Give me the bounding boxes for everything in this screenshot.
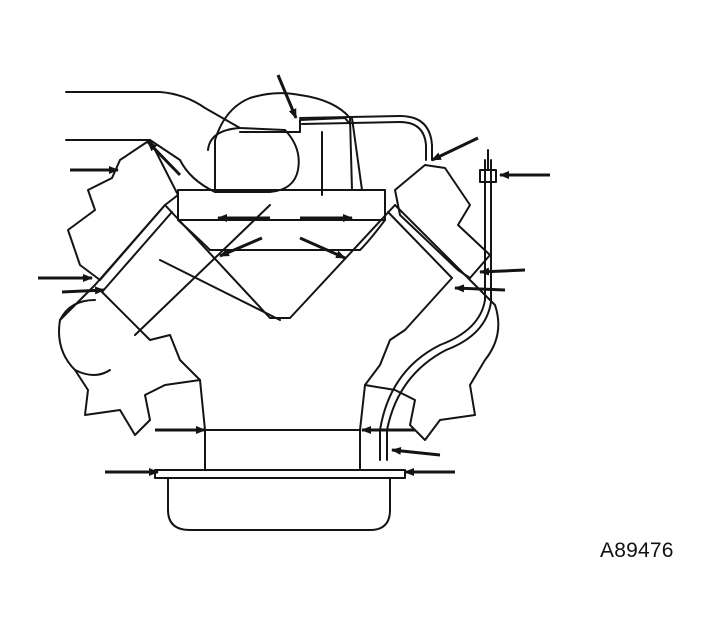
valley-v — [164, 204, 396, 319]
arrow-right-gasket-1 — [479, 267, 526, 276]
vacuum-hose — [299, 115, 433, 161]
left-head — [67, 139, 179, 281]
arrow-intake-right-d — [299, 236, 346, 260]
left-exhaust — [59, 299, 111, 376]
arrow-right-gasket-2 — [454, 284, 506, 293]
throttle-neck — [239, 117, 351, 133]
arrow-left-duct — [146, 140, 182, 177]
vacuum-hose-inner — [301, 121, 427, 161]
oil-pan — [167, 477, 391, 531]
valley-lines-left — [134, 204, 281, 336]
oil-pan-flange — [154, 469, 406, 479]
left-block-inner — [101, 291, 201, 381]
engine-outline — [58, 91, 500, 531]
arrow-right-lower — [391, 446, 441, 457]
lower-intake-base — [177, 219, 386, 251]
intake-duct — [65, 91, 300, 193]
intake-duct-inner — [207, 127, 241, 151]
plenum-front — [321, 117, 363, 196]
dipstick-handle — [479, 169, 497, 183]
right-head — [394, 164, 491, 279]
left-head-gasket — [94, 204, 173, 293]
arrow-right-hose — [431, 136, 479, 162]
figure-reference-code: A89476 — [600, 539, 674, 562]
dipstick-tube-inner — [386, 159, 492, 461]
pointer-arrows — [38, 74, 550, 476]
arrow-intake-left-d — [219, 236, 263, 258]
right-head-gasket — [387, 204, 461, 279]
dipstick-tube — [379, 159, 486, 461]
arrow-left-gasket-2 — [61, 286, 105, 295]
right-block-inner — [364, 277, 453, 386]
right-block — [359, 269, 500, 471]
arrow-throttle-top — [276, 74, 298, 119]
plenum — [214, 92, 353, 193]
lower-intake — [177, 189, 386, 221]
left-block — [58, 284, 206, 471]
